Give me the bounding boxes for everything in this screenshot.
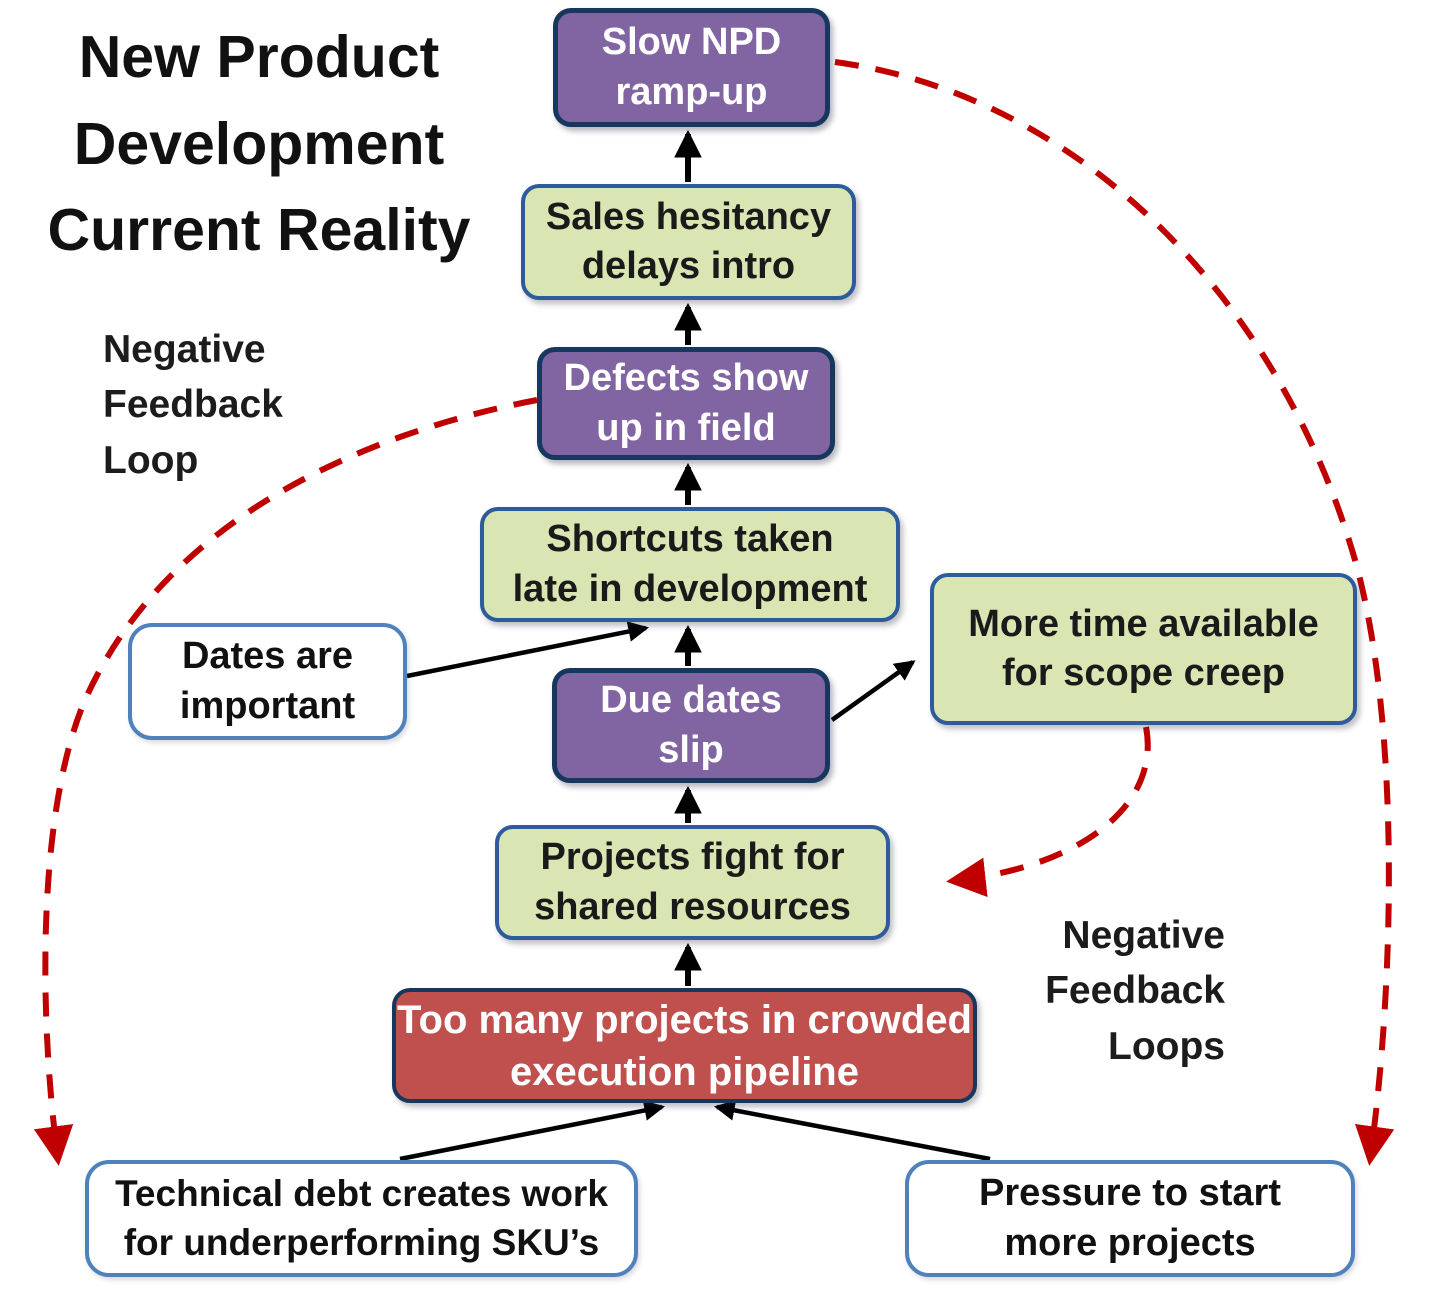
node-more-time-scope-creep: More time available for scope creep xyxy=(930,573,1357,725)
feedback-loop-slownpd-to-pressure xyxy=(834,59,1395,1166)
arrow-techdebt-to-toomany xyxy=(399,1100,666,1162)
feedback-loop-defects-to-techdebt xyxy=(33,397,538,1166)
node-pressure-start-projects: Pressure to start more projects xyxy=(905,1160,1355,1277)
negative-feedback-loop-label-left: Negative Feedback Loop xyxy=(103,328,283,482)
node-shortcuts-taken: Shortcuts taken late in development xyxy=(480,507,900,622)
negative-feedback-loops-label-right: Negative Feedback Loops xyxy=(1045,914,1225,1068)
node-projects-fight-resources: Projects fight for shared resources xyxy=(495,825,890,940)
arrow-duedates-to-moretime xyxy=(830,660,916,722)
node-slow-npd-ramp-up: Slow NPD ramp-up xyxy=(553,8,830,127)
node-sales-hesitancy: Sales hesitancy delays intro xyxy=(521,184,856,300)
node-due-dates-slip: Due dates slip xyxy=(552,668,830,783)
node-defects-show-up: Defects show up in field xyxy=(537,347,835,460)
arrow-dates-to-shortcuts xyxy=(406,621,650,679)
node-dates-are-important: Dates are important xyxy=(128,623,407,740)
feedback-loop-moretime-to-projects xyxy=(946,726,1151,898)
arrow-pressure-to-toomany xyxy=(713,1100,991,1162)
node-technical-debt: Technical debt creates work for underper… xyxy=(85,1160,638,1277)
diagram-title: New Product Development Current Reality xyxy=(47,24,471,264)
node-too-many-projects: Too many projects in crowded execution p… xyxy=(392,988,977,1103)
